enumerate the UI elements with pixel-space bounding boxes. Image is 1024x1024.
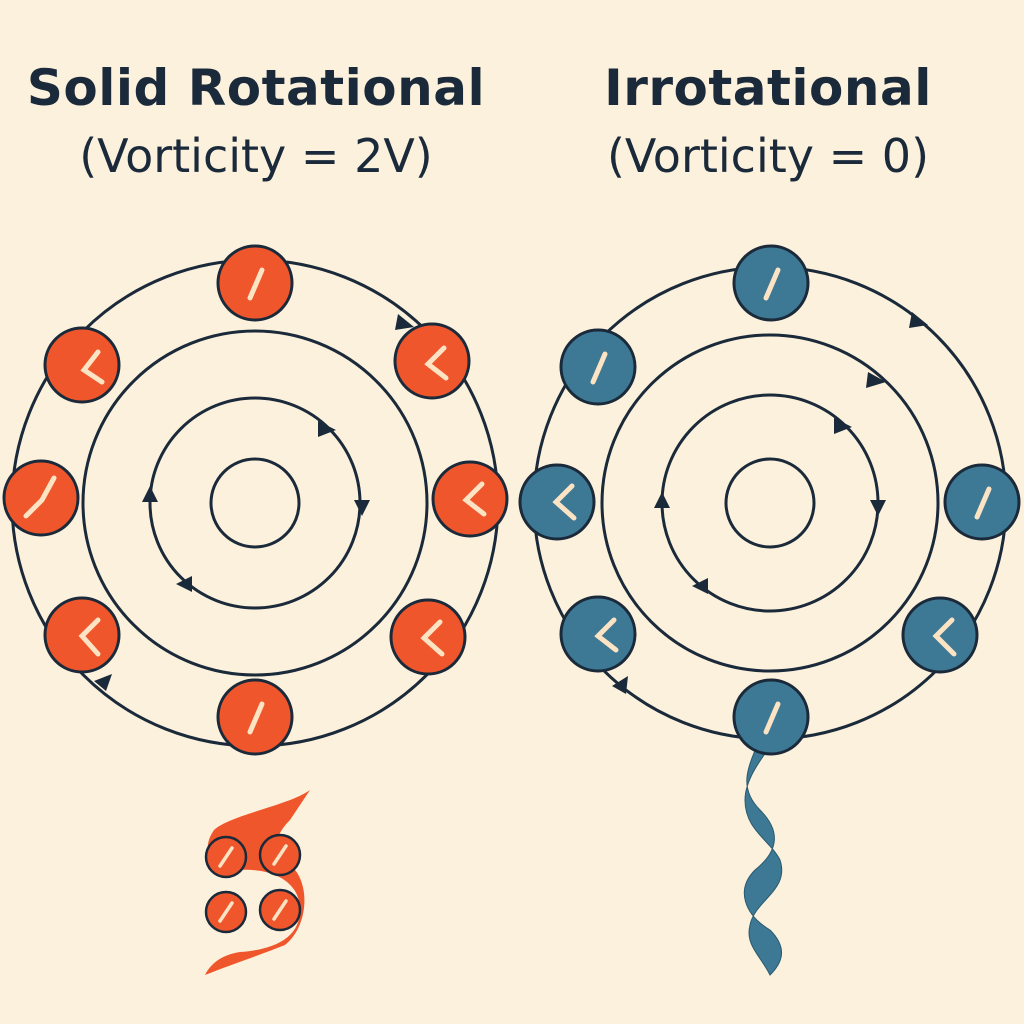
flow-arrow-icon xyxy=(142,486,158,502)
solid-rotational-subtitle: (Vorticity = 2V) xyxy=(79,129,433,183)
orientation-mark xyxy=(590,351,608,385)
orientation-mark xyxy=(974,486,992,520)
orientation-mark xyxy=(763,267,781,301)
irrotational-title: Irrotational xyxy=(604,59,932,117)
irrotational-diagram xyxy=(518,244,1021,976)
flow-arrow-icon xyxy=(834,418,852,434)
flow-arrow-icon xyxy=(612,676,628,694)
orientation-mark xyxy=(23,475,57,519)
flow-arrow-icon xyxy=(94,674,112,691)
orientation-mark xyxy=(247,701,265,735)
solid-rotation-diagram xyxy=(2,244,509,975)
orientation-mark xyxy=(552,483,577,521)
flow-arrow-icon xyxy=(866,372,886,388)
orientation-mark xyxy=(420,619,445,657)
solid-rotational-title: Solid Rotational xyxy=(26,59,486,117)
core-circle xyxy=(209,457,301,549)
rotating-fluid-element xyxy=(204,790,310,975)
twisted-tail xyxy=(743,739,783,976)
flow-arrow-icon xyxy=(654,492,670,508)
orientation-mark xyxy=(78,617,101,657)
middle-streamline xyxy=(600,333,940,673)
orientation-mark xyxy=(462,481,487,517)
orientation-mark xyxy=(763,701,781,735)
flow-arrow-icon xyxy=(692,578,708,594)
flow-arrow-icon xyxy=(395,314,414,330)
fluid-particle xyxy=(43,326,121,404)
middle-streamline xyxy=(81,329,429,677)
flow-arrow-icon xyxy=(318,421,336,437)
orientation-mark xyxy=(424,345,449,381)
flow-arrow-icon xyxy=(176,576,192,592)
irrotational-subtitle: (Vorticity = 0) xyxy=(606,129,930,183)
core-circle xyxy=(724,457,816,549)
flow-arrow-icon xyxy=(354,500,370,516)
orientation-mark xyxy=(594,617,619,653)
orientation-mark xyxy=(247,267,265,301)
flow-arrow-icon xyxy=(909,312,928,328)
flow-arrow-icon xyxy=(870,500,886,516)
orientation-mark xyxy=(80,349,105,385)
ribbon-shape xyxy=(205,790,310,975)
orientation-mark xyxy=(932,617,957,657)
